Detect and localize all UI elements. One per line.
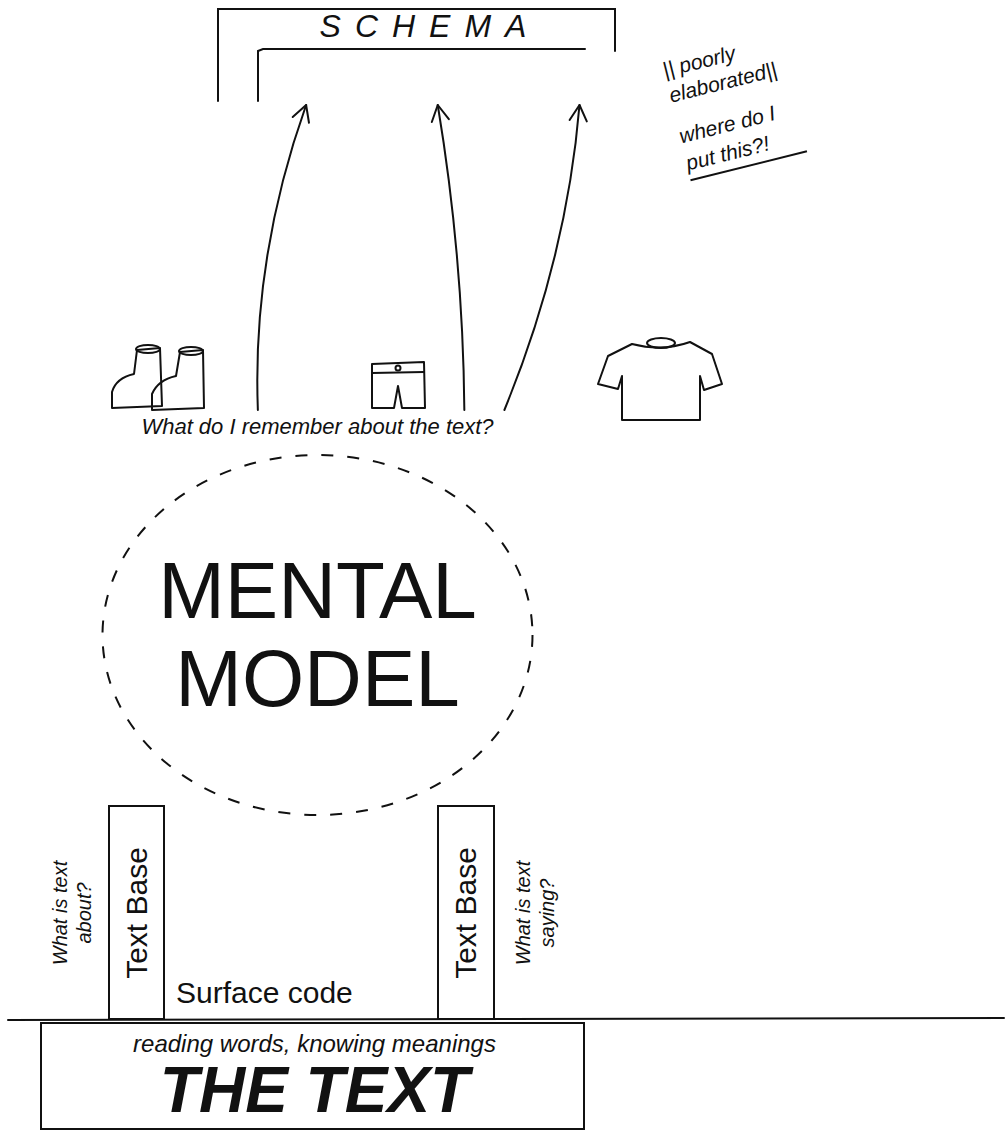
curved-arrow	[432, 105, 465, 410]
text-base-question: What is text saying?	[511, 828, 559, 998]
text-base-pillar: Text BaseWhat is text about?	[108, 805, 165, 1020]
curved-arrow	[504, 105, 586, 410]
text-base-label: Text Base	[120, 847, 154, 979]
mental-model-title: MENTAL MODEL	[135, 547, 500, 723]
note-text: || poorly elaborated||	[660, 19, 828, 109]
mental-model-ellipse: MENTAL MODEL What do I remember about the…	[95, 410, 540, 820]
schema-box: SCHEMA	[215, 5, 620, 105]
text-box-title: THE TEXT	[42, 1058, 587, 1122]
mental-model-question: What do I remember about the text?	[95, 414, 540, 440]
text-box: reading words, knowing meaningsTHE TEXT	[40, 1022, 585, 1130]
text-base-label: Text Base	[449, 847, 483, 979]
text-base-question: What is text about?	[48, 828, 96, 998]
curved-arrow	[257, 105, 309, 410]
boots-icon	[112, 345, 204, 410]
text-box-note: reading words, knowing meanings	[42, 1030, 587, 1058]
schema-title: SCHEMA	[260, 8, 600, 45]
note-group: || poorly elaborated||where do I put thi…	[660, 16, 861, 182]
surface-code-label: Surface code	[176, 976, 353, 1010]
text-base-pillar: Text BaseWhat is text saying?	[437, 805, 495, 1020]
shirt-icon	[598, 338, 722, 420]
shorts-icon	[372, 362, 425, 408]
note-question: where do I put this?!	[676, 93, 807, 181]
